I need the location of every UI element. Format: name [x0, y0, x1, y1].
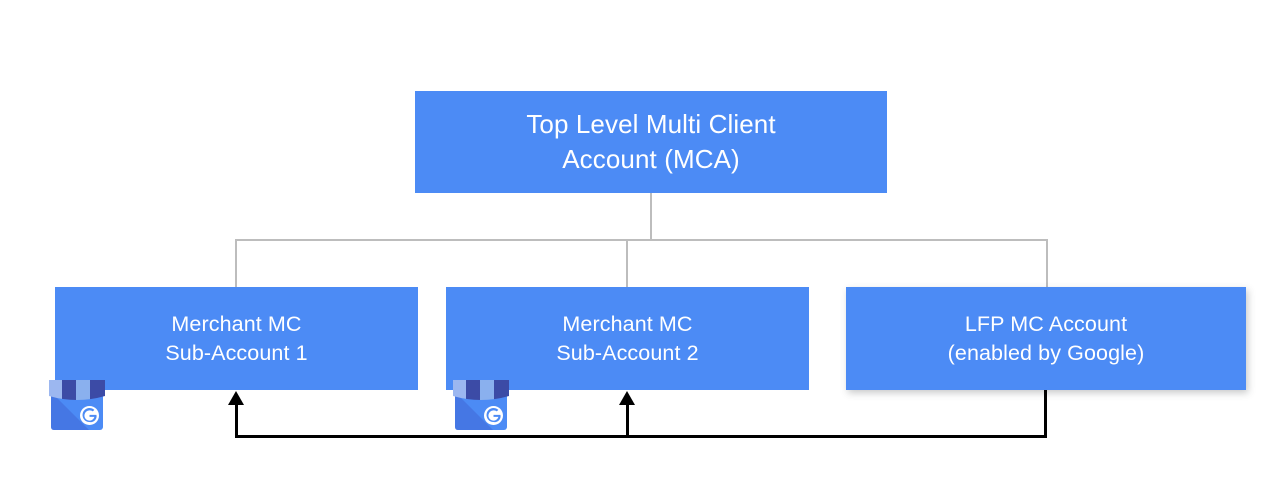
- connector-horizontal-bus: [235, 239, 1048, 241]
- connector-bus-to-sub-account-1: [235, 239, 237, 288]
- node-merchant-mc-sub-account-1-label: Merchant MC Sub-Account 1: [165, 311, 308, 365]
- google-my-business-icon: [448, 368, 514, 434]
- arrowhead-to-sub-account-1: [228, 391, 244, 405]
- connector-feedback-shaft-sub-account-1: [235, 404, 238, 437]
- connector-feedback-shaft-sub-account-2: [626, 404, 629, 437]
- connector-feedback-bus: [235, 435, 1047, 438]
- node-top-level-mca-label: Top Level Multi Client Account (MCA): [526, 109, 776, 174]
- node-merchant-mc-sub-account-1[interactable]: Merchant MC Sub-Account 1: [55, 287, 418, 390]
- google-my-business-icon: [44, 368, 110, 434]
- node-merchant-mc-sub-account-2-label: Merchant MC Sub-Account 2: [556, 311, 699, 365]
- connector-lfp-down: [1044, 390, 1047, 437]
- connector-mca-to-bus: [650, 193, 652, 241]
- node-lfp-mc-account[interactable]: LFP MC Account (enabled by Google): [846, 287, 1246, 390]
- node-top-level-mca[interactable]: Top Level Multi Client Account (MCA): [415, 91, 887, 193]
- node-lfp-mc-account-label: LFP MC Account (enabled by Google): [947, 311, 1145, 365]
- arrowhead-to-sub-account-2: [619, 391, 635, 405]
- connector-bus-to-lfp-account: [1046, 239, 1048, 288]
- node-merchant-mc-sub-account-2[interactable]: Merchant MC Sub-Account 2: [446, 287, 809, 390]
- connector-bus-to-sub-account-2: [626, 239, 628, 288]
